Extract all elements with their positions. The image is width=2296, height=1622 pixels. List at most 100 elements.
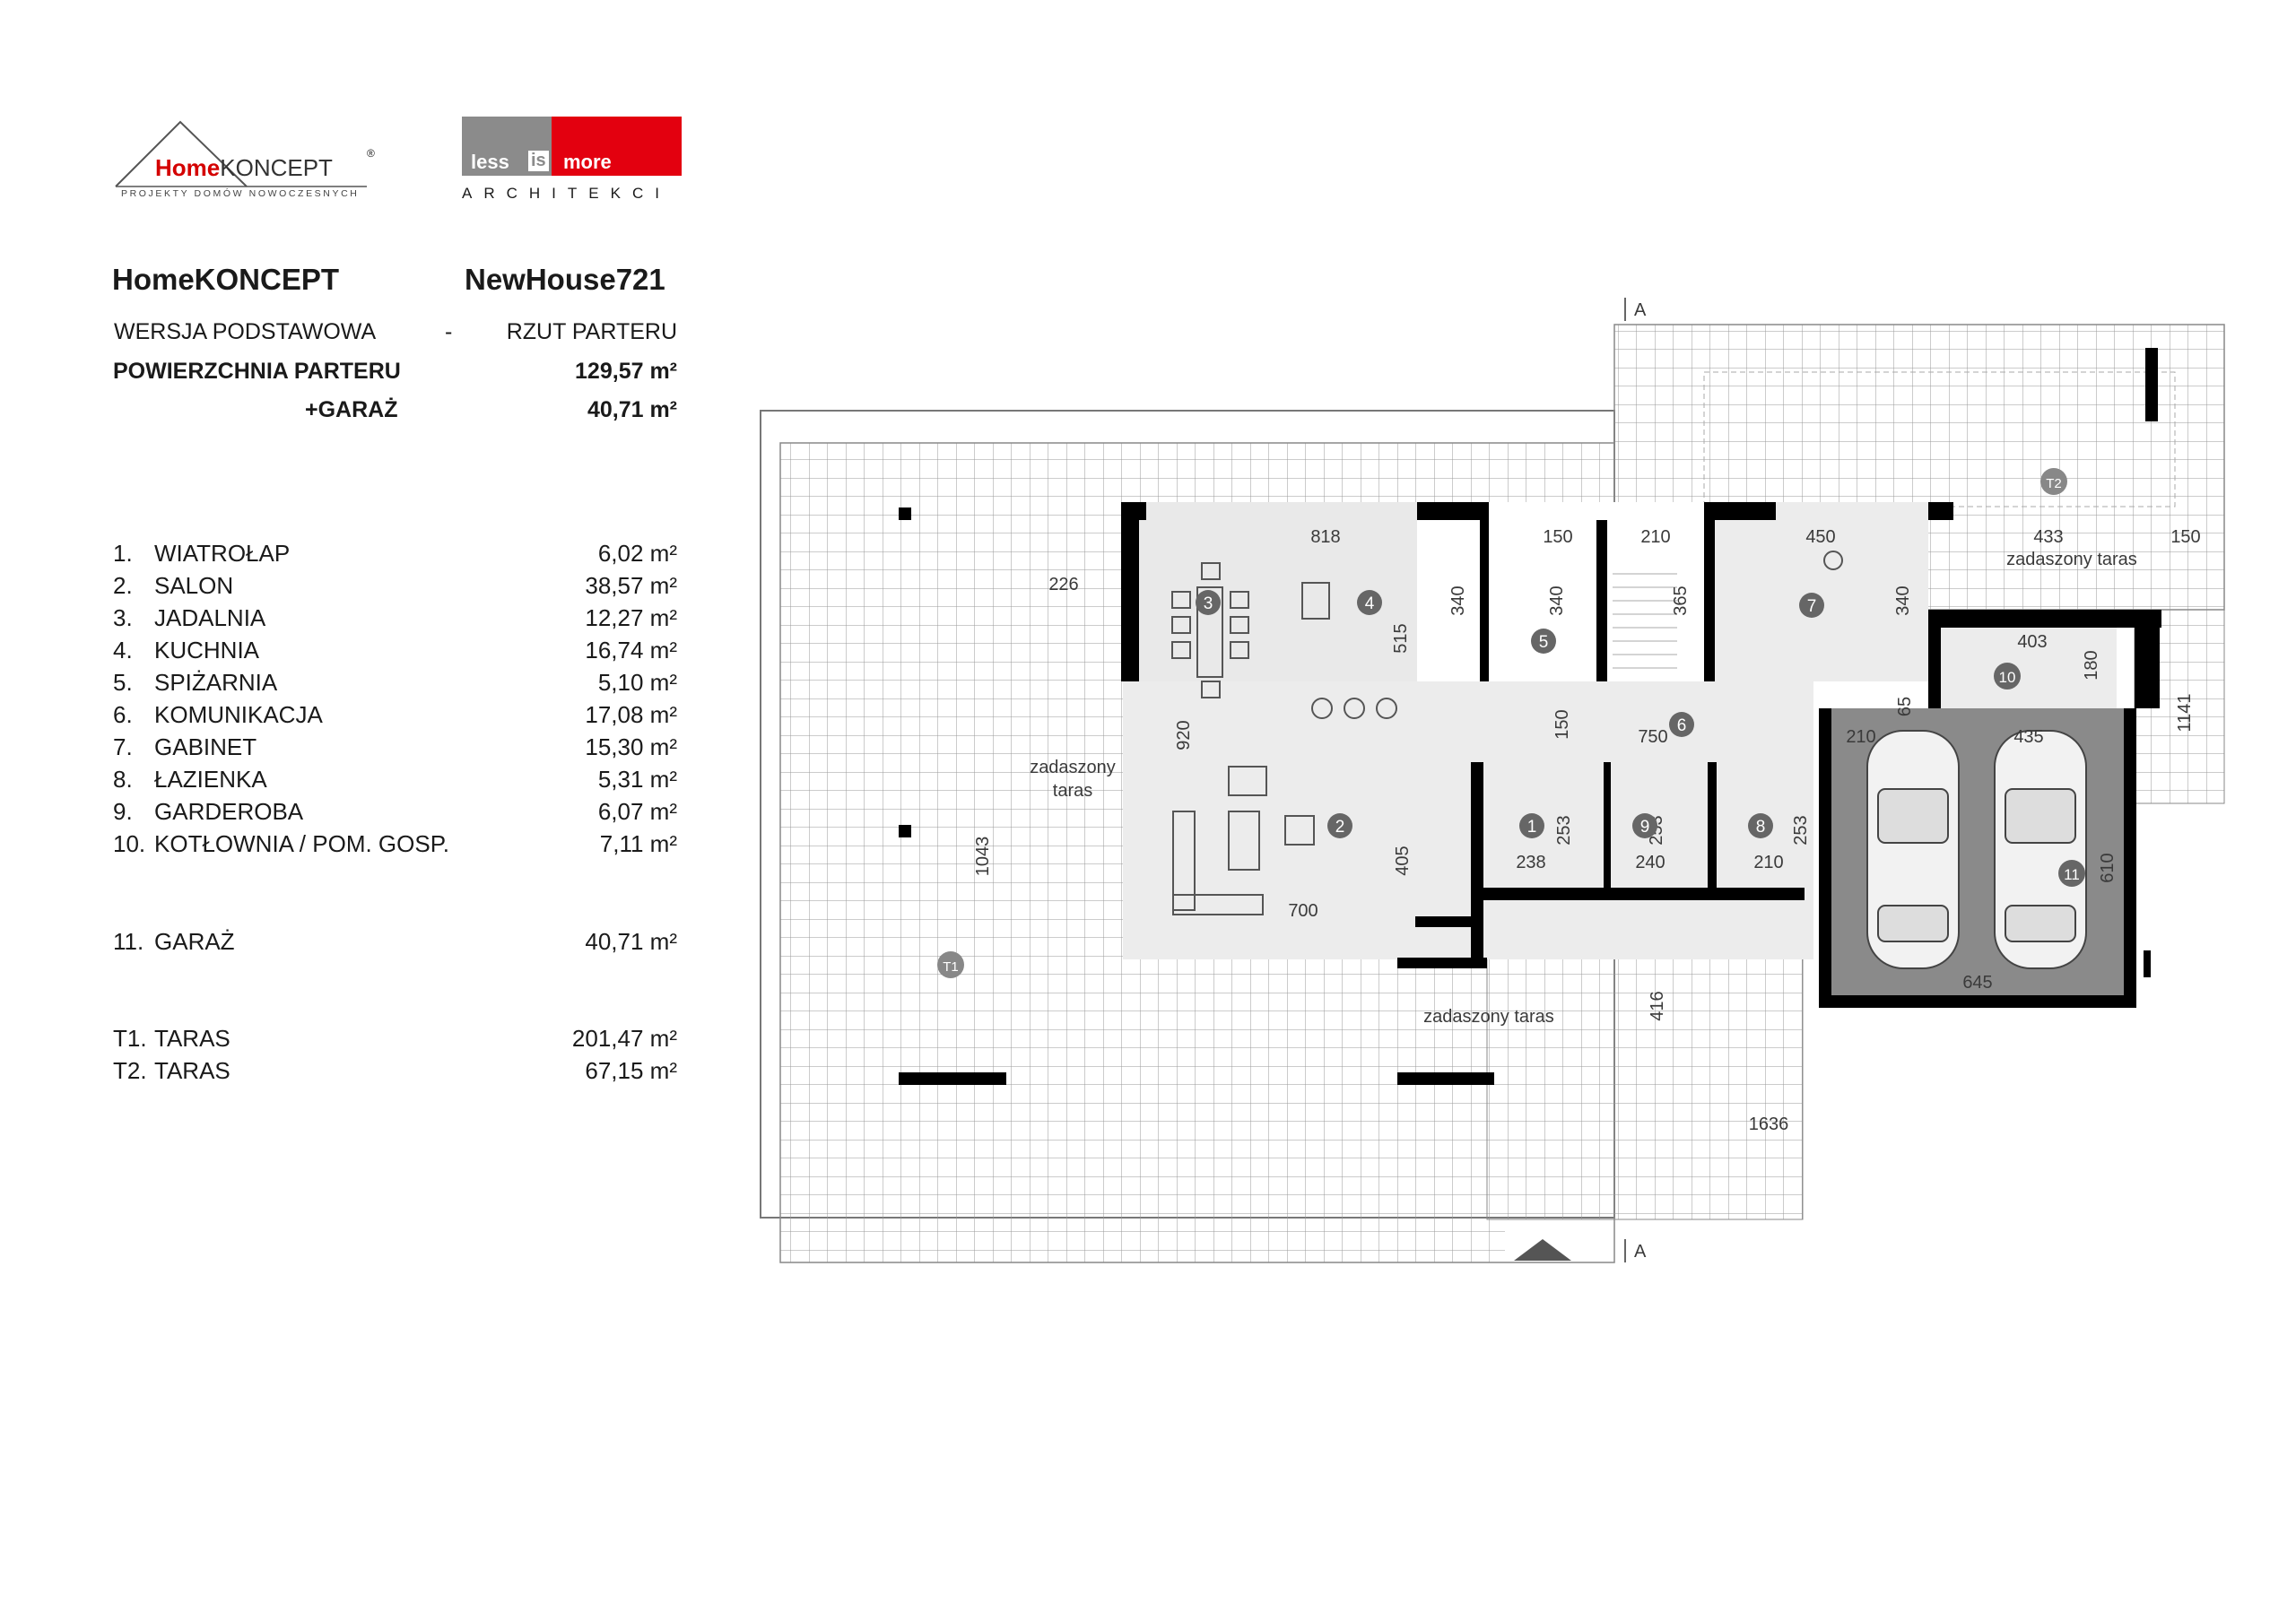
- view-label: RZUT PARTERU: [506, 319, 677, 344]
- dim-433: 433: [2033, 527, 2063, 547]
- garage-label: +GARAŻ: [305, 397, 398, 422]
- dim-610: 610: [2098, 853, 2118, 882]
- dim-365: 365: [1671, 585, 1691, 615]
- room-marker-6: 6: [1677, 716, 1687, 735]
- garage-area: 40,71 m²: [585, 928, 677, 955]
- dim-1043: 1043: [973, 837, 993, 877]
- dim-226: 226: [1048, 575, 1078, 594]
- dim-416: 416: [1648, 991, 1667, 1020]
- room-num: 7.: [113, 733, 133, 760]
- lessismore-subtitle: ARCHITEKCI: [462, 185, 671, 202]
- room-marker-t2: T2: [2046, 476, 2062, 491]
- room-name: SPIŻARNIA: [154, 669, 278, 696]
- homekoncept-logo: HomeKONCEPT ® PROJEKTY DOMÓW NOWOCZESNYC…: [112, 117, 381, 206]
- svg-text:A: A: [1634, 1242, 1647, 1262]
- room-marker-5: 5: [1539, 633, 1549, 652]
- room-name: KUCHNIA: [154, 637, 260, 664]
- dim-435: 435: [2013, 727, 2043, 747]
- car-icon: [1866, 730, 1960, 969]
- room-marker-1: 1: [1527, 818, 1537, 837]
- room-area: 17,08 m²: [585, 701, 677, 728]
- dim-340: 340: [1547, 585, 1567, 615]
- dim-238: 238: [1516, 853, 1545, 872]
- room-name: WIATROŁAP: [154, 540, 291, 567]
- room-area: 7,11 m²: [599, 830, 677, 857]
- dim-818: 818: [1310, 527, 1340, 547]
- homekoncept-wordmark: HomeKONCEPT: [155, 154, 333, 181]
- svg-text:A: A: [1634, 300, 1647, 320]
- dim-403: 403: [2017, 632, 2047, 652]
- dim-210: 210: [1753, 853, 1783, 872]
- room-name: JADALNIA: [154, 604, 266, 631]
- room-area: 16,74 m²: [585, 637, 677, 664]
- dim-645: 645: [1962, 973, 1992, 993]
- dim-920: 920: [1174, 720, 1194, 750]
- version-label: WERSJA PODSTAWOWA: [114, 319, 377, 344]
- dim-180: 180: [2082, 650, 2101, 680]
- room-marker-9: 9: [1640, 818, 1650, 837]
- terrace-num: T1.: [113, 1025, 147, 1052]
- dim-253: 253: [1791, 815, 1811, 845]
- room-area: 6,07 m²: [597, 798, 677, 825]
- room-name: GARDEROBA: [154, 798, 304, 825]
- dim-150: 150: [1552, 709, 1572, 739]
- dim-340: 340: [1448, 585, 1468, 615]
- project-title: NewHouse721: [465, 263, 665, 296]
- room-markers: 1 2 3 4 5 6 7 8 9 10 11 T1 T2: [937, 468, 2085, 978]
- section-marker: A: [1624, 1239, 1647, 1262]
- room-num: 3.: [113, 604, 133, 631]
- dim-150: 150: [1543, 527, 1572, 547]
- dim-150: 150: [2170, 527, 2200, 547]
- covered-terrace-bottom: [1486, 950, 1804, 1220]
- dim-450: 450: [1805, 527, 1835, 547]
- room-name: KOMUNIKACJA: [154, 701, 323, 728]
- room-area: 38,57 m²: [585, 572, 677, 599]
- dim-750: 750: [1638, 727, 1667, 747]
- dim-253: 253: [1554, 815, 1574, 845]
- room-area: 5,10 m²: [597, 669, 677, 696]
- north-arrow-icon: [1514, 1239, 1571, 1261]
- header-separator: -: [445, 319, 453, 344]
- furniture: [1171, 551, 1843, 915]
- room-num: 6.: [113, 701, 133, 728]
- room-name: GABINET: [154, 733, 257, 760]
- room-area: 5,31 m²: [597, 766, 677, 793]
- terrace-name: TARAS: [154, 1025, 230, 1052]
- room-marker-4: 4: [1365, 594, 1375, 613]
- room-marker-t1: T1: [943, 959, 959, 975]
- room-num: 8.: [113, 766, 133, 793]
- dimension-labels: 818 150 210 450 433 150 226 340 340 365 …: [973, 527, 2201, 1134]
- homekoncept-tagline: PROJEKTY DOMÓW NOWOCZESNYCH: [121, 188, 360, 199]
- room-marker-7: 7: [1807, 597, 1817, 616]
- garage-value: 40,71 m²: [587, 397, 677, 422]
- covered-terrace-label: zadaszony: [1030, 758, 1116, 777]
- garage-name: GARAŻ: [154, 928, 235, 955]
- dim-515: 515: [1391, 623, 1411, 653]
- room-num: 9.: [113, 798, 133, 825]
- registered-mark: ®: [367, 147, 375, 160]
- room-marker-3: 3: [1204, 594, 1213, 613]
- room-num: 4.: [113, 637, 133, 664]
- room-marker-10: 10: [1999, 669, 2016, 686]
- area-label: POWIERZCHNIA PARTERU: [113, 359, 401, 384]
- dim-1636: 1636: [1749, 1115, 1789, 1134]
- dim-700: 700: [1288, 901, 1318, 921]
- room-name: SALON: [154, 572, 234, 599]
- room-name: ŁAZIENKA: [154, 766, 267, 793]
- room-marker-2: 2: [1335, 818, 1345, 837]
- room-num: 2.: [113, 572, 133, 599]
- dim-340: 340: [1893, 585, 1913, 615]
- dim-405: 405: [1393, 846, 1413, 875]
- lessismore-logo: less is more ARCHITEKCI: [462, 117, 682, 206]
- staircase: [1613, 573, 1677, 669]
- dim-1141: 1141: [2175, 693, 2195, 732]
- room-area: 6,02 m²: [597, 540, 677, 567]
- brand-title: HomeKONCEPT: [112, 263, 340, 296]
- covered-terrace-label: zadaszony taras: [2006, 550, 2137, 569]
- room-marker-8: 8: [1756, 818, 1766, 837]
- room-area: 15,30 m²: [585, 733, 677, 760]
- terrace-num: T2.: [113, 1057, 147, 1084]
- room-num: 1.: [113, 540, 133, 567]
- house-roof-icon: [115, 120, 367, 187]
